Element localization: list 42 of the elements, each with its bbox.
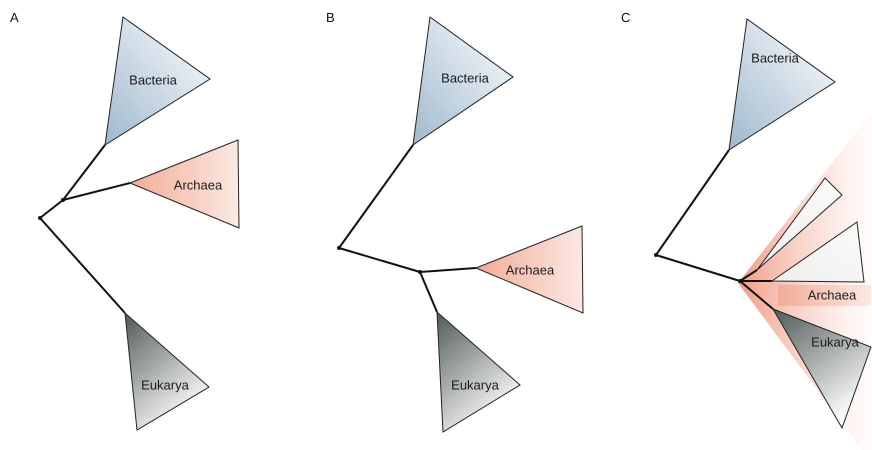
clade-name: Bacteria <box>751 52 799 64</box>
branch-point <box>738 279 742 283</box>
branch-point <box>337 246 341 250</box>
panel-label: C <box>621 10 630 25</box>
tree-branch <box>338 247 420 273</box>
clade-name: Eukarya <box>811 336 859 348</box>
clade-triangle <box>129 139 240 229</box>
clade-triangle <box>436 311 521 433</box>
tree-branch <box>420 267 476 273</box>
clade-name: Eukarya <box>451 378 499 392</box>
clade-name: Archaea <box>506 264 554 276</box>
tree-branch <box>739 269 758 282</box>
tree-branch <box>39 199 64 219</box>
empty-clade-triangle <box>771 221 865 283</box>
clade-wedge <box>778 285 871 306</box>
tree-branch <box>62 182 130 201</box>
clade-triangle <box>412 16 514 146</box>
clade-triangle <box>124 312 210 431</box>
clade-triangle <box>104 16 211 146</box>
branch-point <box>61 198 65 202</box>
tree-branch <box>39 217 126 314</box>
tree-branch <box>338 144 414 249</box>
branch-point <box>418 270 422 274</box>
clade-triangle <box>475 225 584 314</box>
branch-point <box>38 216 42 220</box>
clade-triangle <box>772 308 872 429</box>
tree-branch <box>655 149 730 256</box>
clade-name: Archaea <box>174 178 222 192</box>
empty-clade-triangle <box>756 177 843 271</box>
clade-name: Bacteria <box>441 72 489 84</box>
tree-branch <box>739 280 774 310</box>
tree-branch <box>419 272 438 312</box>
branch-point <box>654 253 658 257</box>
clade-name: Bacteria <box>129 74 177 86</box>
clade-triangle <box>728 18 836 151</box>
clade-name: Eukarya <box>141 378 189 392</box>
panel-label: A <box>10 10 19 25</box>
panel-label: B <box>326 10 335 25</box>
tree-branch <box>740 280 772 282</box>
tree-branch <box>656 254 740 282</box>
clade-name: Archaea <box>808 288 856 302</box>
tree-branch <box>62 144 106 201</box>
